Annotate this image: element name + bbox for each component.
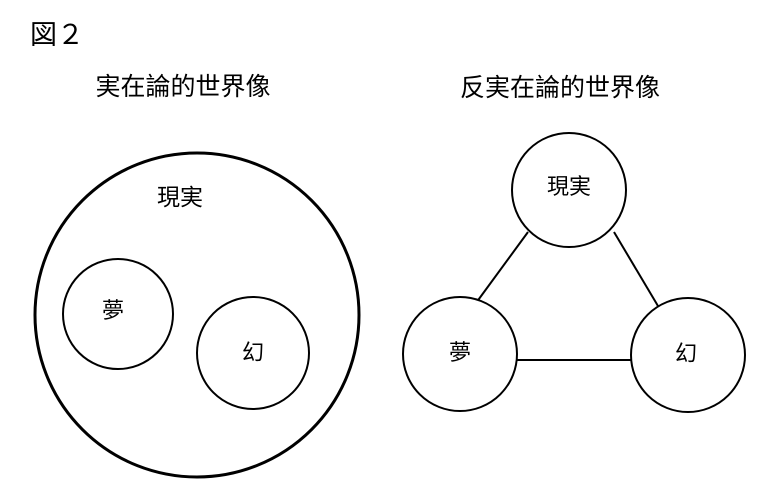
antirealist-title: 反実在論的世界像 xyxy=(460,73,660,102)
dream-circle xyxy=(62,258,174,370)
illusion-circle xyxy=(196,296,310,410)
illusion-node xyxy=(630,297,746,413)
figure-label: 図２ xyxy=(30,20,84,51)
realist-title: 実在論的世界像 xyxy=(95,72,270,101)
reality-outer-circle xyxy=(33,151,361,479)
dream-node xyxy=(402,296,518,412)
dream-node-label: 夢 xyxy=(449,341,471,366)
illusion-label: 幻 xyxy=(242,341,264,366)
edge-reality-illusion xyxy=(613,231,659,307)
reality-node-label: 現実 xyxy=(547,175,591,200)
edge-reality-dream xyxy=(475,231,529,304)
reality-label: 現実 xyxy=(157,185,203,211)
reality-node xyxy=(511,132,627,248)
illusion-node-label: 幻 xyxy=(675,342,697,367)
dream-label: 夢 xyxy=(102,299,124,324)
